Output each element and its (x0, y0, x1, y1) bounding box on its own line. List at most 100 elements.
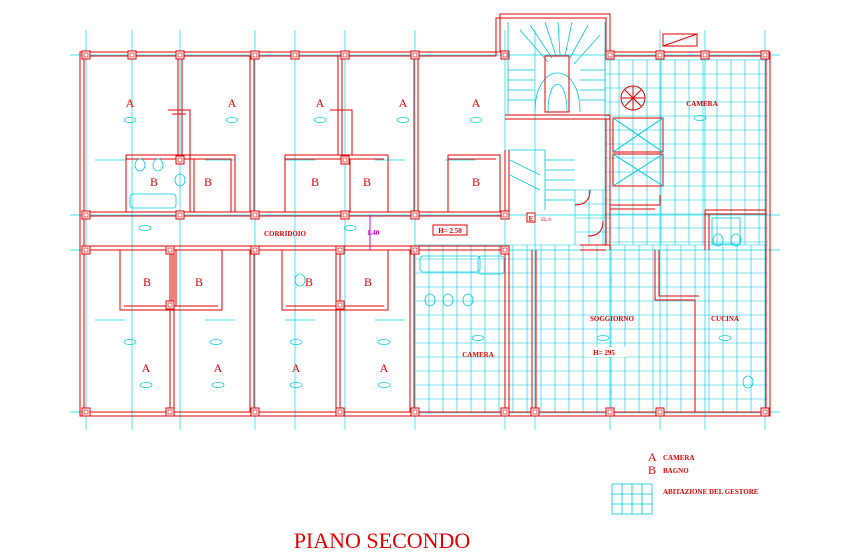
legend-text-camera: CAMERA (663, 454, 695, 462)
room-label-a: A (126, 96, 135, 110)
room-label-a: A (316, 96, 325, 110)
room-label-a: A (472, 96, 481, 110)
roof-hatch-diagonal (662, 33, 698, 47)
door-swing (587, 220, 604, 237)
light-point (211, 382, 225, 388)
tile-zone (574, 189, 610, 245)
column (655, 50, 665, 60)
sanitary-fixture (442, 293, 454, 307)
wall-segment (654, 250, 699, 412)
walls (79, 13, 771, 417)
wall-segment (504, 250, 510, 412)
column (175, 50, 185, 60)
column (605, 407, 615, 417)
light-point (139, 382, 153, 388)
column (165, 300, 175, 310)
column-core (657, 409, 663, 415)
wall-segment (413, 56, 419, 212)
room-label-a: A (142, 361, 151, 375)
corridor-height: H= 2.50 (438, 227, 462, 235)
wall-segment (168, 109, 191, 155)
column (340, 210, 350, 220)
column-core (762, 52, 768, 58)
door-swing (574, 189, 591, 206)
column-core (607, 409, 613, 415)
column-core (83, 52, 89, 58)
column-core (502, 52, 508, 58)
wall-segment (447, 154, 501, 212)
room-label-b: B (305, 275, 313, 289)
column-core (292, 52, 298, 58)
sanitary-fixture (424, 293, 436, 307)
light-point (396, 117, 410, 123)
wall-segment (337, 56, 343, 105)
wall-segment (335, 250, 341, 412)
light-point (718, 335, 732, 341)
column (760, 50, 770, 60)
kitchen-sink-area (711, 217, 741, 245)
room-label-b: B (364, 275, 372, 289)
light-point (469, 117, 483, 123)
column (700, 50, 710, 60)
room-label-a: A (380, 361, 389, 375)
column-core (702, 52, 708, 58)
legend: A CAMERA B BAGNO ABITAZIONE DEL GESTORE (611, 450, 759, 515)
light-point (123, 117, 137, 123)
column-core (342, 212, 348, 218)
column (165, 407, 175, 417)
column-core (502, 247, 508, 253)
light-point (377, 382, 391, 388)
corridor-height-box (432, 224, 468, 236)
sanitary-fixture (152, 158, 164, 172)
wall-segment (284, 154, 389, 212)
column (81, 50, 91, 60)
elevator-shafts (612, 117, 664, 187)
wall-segment (249, 250, 255, 412)
service-note: EL.6 (541, 218, 551, 223)
column-core (83, 212, 89, 218)
structural-columns (81, 33, 770, 417)
column (335, 300, 345, 310)
column-core (762, 409, 768, 415)
light-point (289, 339, 303, 345)
column (127, 50, 137, 60)
light-point (343, 225, 357, 231)
room-label-b: B (150, 175, 158, 189)
wall-segment (84, 211, 505, 217)
legend-hatch-swatch (611, 483, 653, 515)
sanitary-fixtures (129, 158, 754, 389)
wall-segment (531, 250, 537, 412)
drawing-title: PIANO SECONDO (294, 528, 471, 553)
column (81, 210, 91, 220)
column (410, 407, 420, 417)
column (410, 50, 420, 60)
column-core (167, 409, 173, 415)
column (340, 50, 350, 60)
legend-key-b: B (648, 463, 656, 477)
column-core (252, 52, 258, 58)
wall-segment (249, 56, 255, 212)
legend-text-bagno: BAGNO (663, 467, 689, 475)
column (500, 407, 510, 417)
wall-segment (409, 250, 415, 412)
column-core (412, 212, 418, 218)
light-point (225, 117, 239, 123)
legend-key-a: A (648, 450, 657, 464)
tile-grid (574, 189, 610, 245)
column (250, 50, 260, 60)
sanitary-fixture (742, 375, 754, 389)
wall-segment (84, 245, 415, 251)
room-label-b: B (143, 275, 151, 289)
column (410, 245, 420, 255)
wall-segment (177, 105, 343, 155)
wall-segment (605, 190, 611, 245)
column-core (342, 52, 348, 58)
stair-core (544, 55, 570, 113)
wall-segment (281, 250, 389, 311)
column (81, 407, 91, 417)
tile-zone (414, 244, 768, 414)
wall-segment (171, 250, 177, 310)
staircase (507, 21, 606, 210)
light-point (377, 339, 391, 345)
column-core (412, 247, 418, 253)
